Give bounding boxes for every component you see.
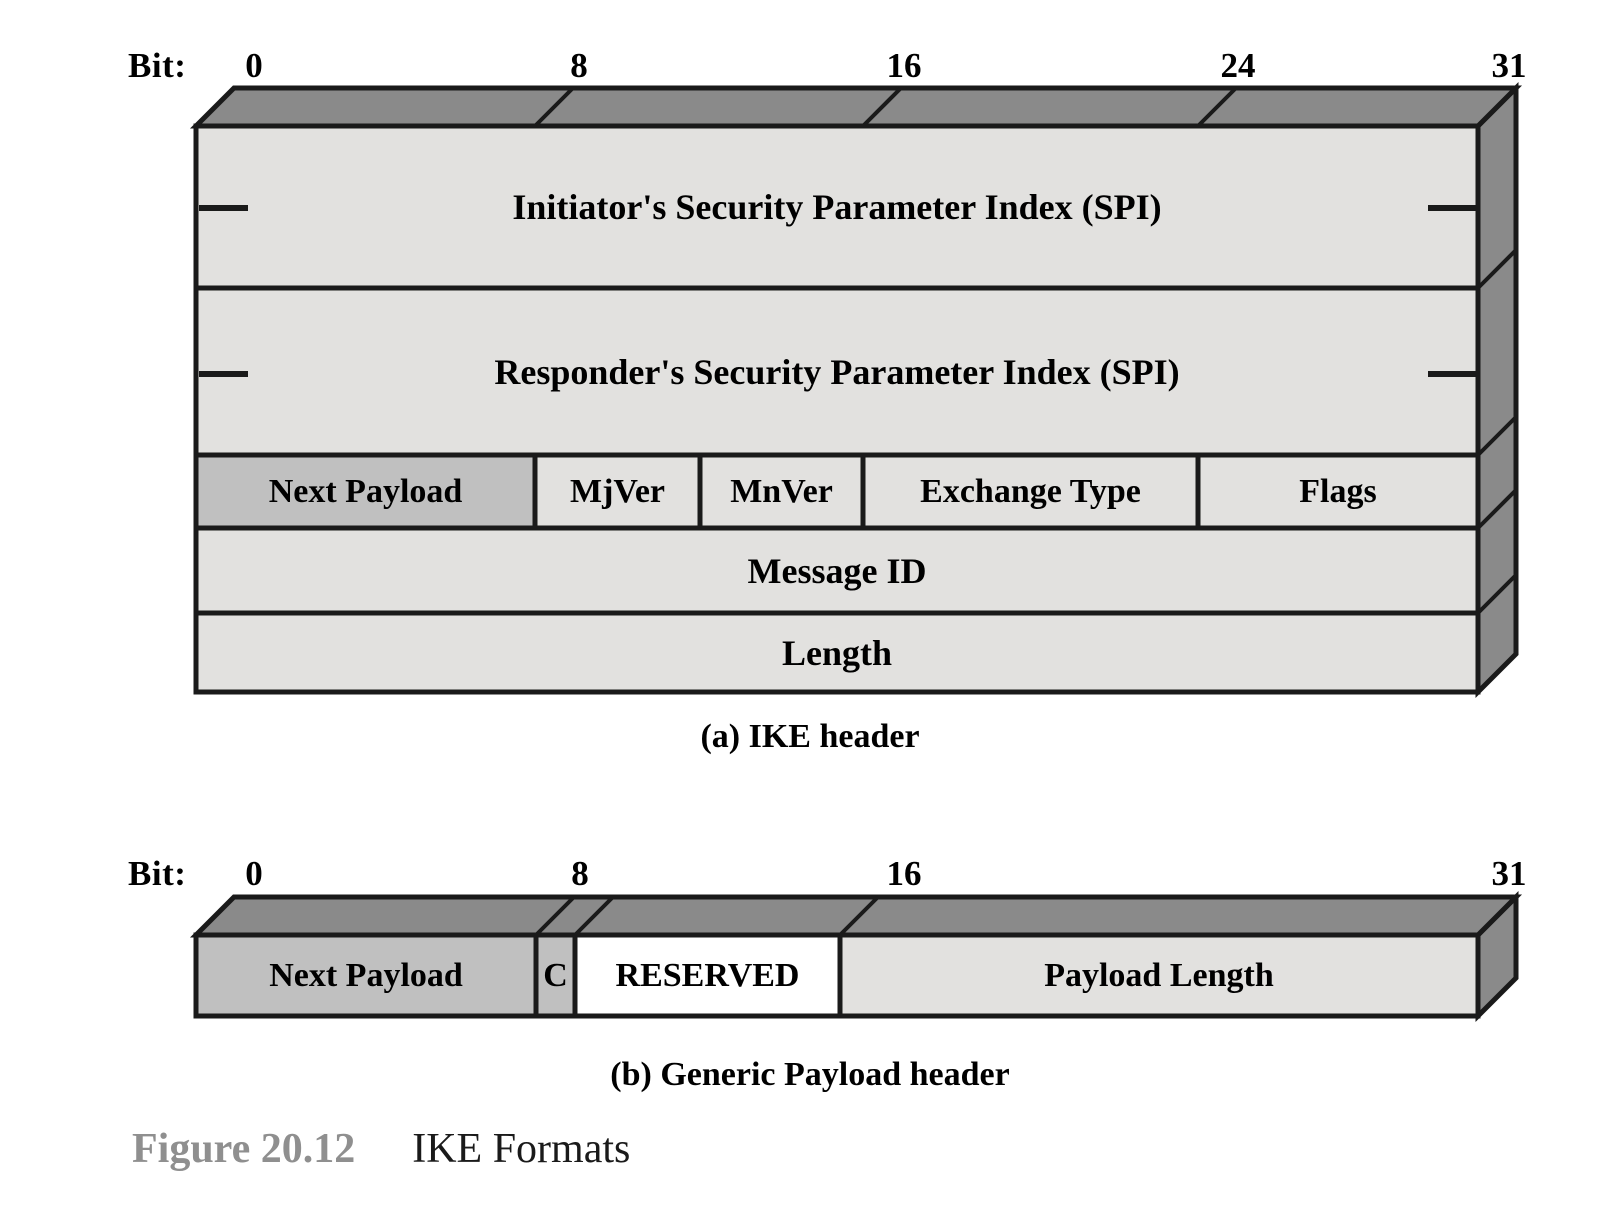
panel-a-bit-label: Bit: bbox=[128, 46, 187, 85]
label-message-id: Message ID bbox=[747, 550, 927, 591]
panel-b-caption: (b) Generic Payload header bbox=[610, 1056, 1010, 1093]
box-a-continuation-ticks bbox=[199, 205, 1477, 377]
label-flags: Flags bbox=[1299, 472, 1377, 510]
cell-critical-bit bbox=[533, 932, 578, 1019]
label-exchange-type: Exchange Type bbox=[920, 472, 1141, 510]
label-mjver: MjVer bbox=[569, 472, 666, 510]
panel-b-box bbox=[189, 890, 1523, 1023]
box-a-side-dividers bbox=[1476, 248, 1518, 615]
cell-payload-length bbox=[837, 932, 1481, 1019]
label-mnver: MnVer bbox=[730, 472, 833, 510]
box-a-top-face bbox=[189, 85, 1523, 129]
label-reserved: RESERVED bbox=[615, 956, 800, 994]
box-b-top-dividers bbox=[534, 895, 880, 937]
panel-a-caption: (a) IKE header bbox=[700, 718, 920, 755]
label-responder-spi: Responder's Security Parameter Index (SP… bbox=[494, 351, 1180, 392]
panel-b-tick-0: 0 bbox=[245, 854, 263, 893]
panel-b-tick-8: 8 bbox=[571, 854, 589, 893]
label-length: Length bbox=[781, 632, 893, 673]
cell-flags bbox=[1195, 452, 1481, 531]
cell-reserved bbox=[572, 932, 843, 1019]
label-initiator-spi: Initiator's Security Parameter Index (SP… bbox=[512, 187, 1162, 227]
panel-b-tick-31: 31 bbox=[1491, 854, 1527, 893]
cell-next-payload-b bbox=[193, 932, 539, 1019]
box-a-side-face bbox=[1475, 81, 1519, 699]
figure-caption: Figure 20.12 IKE Formats bbox=[132, 1128, 630, 1170]
label-next-payload-a: Next Payload bbox=[268, 472, 463, 510]
panel-a-box bbox=[189, 81, 1523, 699]
figure-title: IKE Formats bbox=[412, 1126, 631, 1172]
cell-responder-spi bbox=[193, 285, 1481, 458]
cell-mnver bbox=[697, 452, 866, 531]
label-payload-length: Payload Length bbox=[1044, 956, 1274, 994]
panel-a-tick-24: 24 bbox=[1220, 46, 1256, 85]
panel-a-tick-8: 8 bbox=[570, 46, 588, 85]
box-a-top-dividers bbox=[533, 86, 1238, 128]
panel-b-bit-label: Bit: bbox=[128, 854, 187, 893]
figure-number: Figure 20.12 bbox=[132, 1126, 356, 1172]
panel-b-tick-16: 16 bbox=[886, 854, 922, 893]
cell-length bbox=[193, 610, 1481, 695]
box-b-top-face bbox=[189, 894, 1523, 938]
cell-exchange-type bbox=[860, 452, 1201, 531]
label-critical-bit: C bbox=[543, 956, 568, 994]
label-next-payload-b: Next Payload bbox=[269, 956, 463, 994]
panel-a-tick-0: 0 bbox=[245, 46, 263, 85]
panel-a-tick-16: 16 bbox=[886, 46, 922, 85]
panel-a-tick-31: 31 bbox=[1491, 46, 1527, 85]
